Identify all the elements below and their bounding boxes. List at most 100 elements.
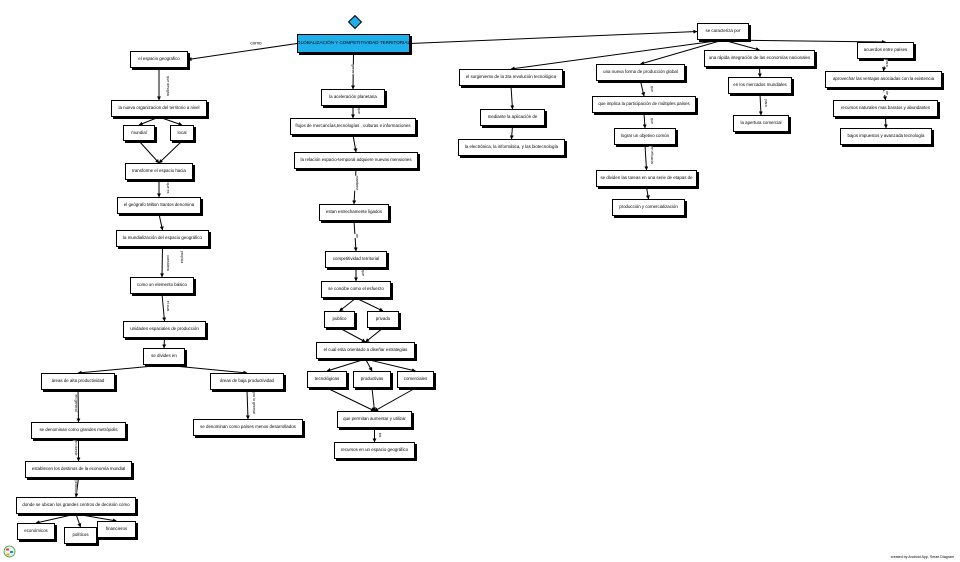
node-se-divides[interactable]: se divides en <box>143 348 185 365</box>
edge-label-en-donde: en donde <box>73 440 78 456</box>
edge-node-participacion-to-node-objetivo-comun <box>642 112 647 129</box>
node-tecnologicas[interactable]: tecnológicas <box>307 371 347 388</box>
node-economicos[interactable]: económicos <box>17 523 55 540</box>
node-aceleracion-planetaria[interactable]: la aceleración planetaria <box>321 89 385 106</box>
node-electronica[interactable]: la electrónica, la informática, y las bi… <box>458 139 565 156</box>
edge-label-para: para <box>763 99 768 107</box>
node-estrechamente-ligados[interactable]: estan estrechamente ligados <box>319 204 389 221</box>
node-participacion[interactable]: que implica la participación de múltiple… <box>592 96 696 113</box>
node-local[interactable]: local <box>170 125 194 141</box>
edge-node-local-to-node-transforme <box>158 140 183 164</box>
node-productivas[interactable]: productivas <box>353 371 391 388</box>
edge-node-elemento-basico-to-node-unidades-espaciales <box>161 293 167 322</box>
edge-label-que-4: que <box>649 118 654 124</box>
edge-node-centros-decision-to-node-politicos <box>75 513 82 528</box>
smart-diagram-logo-icon <box>3 545 16 558</box>
node-produccion-comercializacion[interactable]: producción y comercialización <box>612 199 685 216</box>
edge-label-como: como <box>250 40 262 47</box>
edge-node-baja-productividad-to-node-menos-desarrollados <box>245 389 250 420</box>
edge-label-en-general: en general <box>73 394 78 412</box>
node-permitan-aumentar[interactable]: que permitan aumentar y utilizar <box>337 411 412 428</box>
node-bajos-impuestos[interactable]: bajos impuestos y avanzada tecnología <box>840 128 932 145</box>
node-se-caracteriza[interactable]: se caracteriza por <box>697 23 749 40</box>
edge-node-tareas-to-node-produccion-comercializacion <box>645 186 650 200</box>
edge-label-por-lo-general: por lo general <box>251 392 256 414</box>
edge-node-nueva-forma-to-node-participacion <box>640 80 646 97</box>
root-node[interactable]: GLOBALIZACIÓN Y COMPETITIVIDAD TERRITORI… <box>297 34 410 53</box>
edge-label-el-cual: el cual <box>165 300 170 312</box>
node-flujos[interactable]: flujos de mercancías,tecnologías , cultu… <box>290 118 416 135</box>
edge-node-recursos-naturales-to-node-bajos-impuestos <box>883 116 888 129</box>
node-menos-desarrollados[interactable]: se denominan como países menos desarroll… <box>193 419 303 436</box>
node-alta-productividad[interactable]: áreas de alta productividad <box>41 373 115 390</box>
node-relacion-espacio[interactable]: la relación espacio-temporal adquiere nu… <box>294 152 418 169</box>
edge-node-se-divides-to-node-alta-productividad <box>77 364 165 375</box>
edge-node-estrategias-to-node-tecnologicas <box>326 358 366 372</box>
edge-label-que: que <box>356 108 361 114</box>
node-aprovechar[interactable]: aprovechar las ventajas asociadas con la… <box>825 71 942 88</box>
node-esfuerzo[interactable]: se concibe como el esfuerzo <box>321 281 391 298</box>
edge-label-de-2: de <box>884 91 889 95</box>
node-milton-santos[interactable]: el geógrafo Milton Santos denomina <box>117 197 201 214</box>
node-estrategias[interactable]: el cual esta orientado a diseñar estrate… <box>316 342 415 359</box>
node-nueva-forma[interactable]: una nueva forma de producción global <box>596 64 685 81</box>
node-destinos-economia[interactable]: establecen los destinos de la economía m… <box>25 461 132 478</box>
node-mundial[interactable]: mundial <box>123 125 155 141</box>
edge-node-destinos-economia-to-node-centros-decision <box>74 477 79 498</box>
edge-se-caracteriza-to-node-integracion <box>722 39 760 51</box>
node-transforme[interactable]: transforme el espacio hacia <box>125 163 193 180</box>
edge-label-que-3: que <box>649 86 654 92</box>
node-acuerdos[interactable]: acuerdos entre países <box>857 42 914 59</box>
node-recursos-espacio[interactable]: recursos en un espacio geográfico <box>334 442 415 459</box>
edge-node-objetivo-comun-to-node-tareas <box>644 144 649 171</box>
node-mercados-mundiales[interactable]: en los mercados mundiales <box>728 77 792 94</box>
edge-label-considera: considera <box>165 255 170 271</box>
edge-label-genero: generó <box>350 64 355 76</box>
edge-node-privado-to-node-estrategias <box>365 327 384 343</box>
edge-se-caracteriza-to-node-surgimiento <box>510 39 724 71</box>
node-publico[interactable]: publico <box>324 311 355 328</box>
node-metropolis[interactable]: se denominan como grandes metrópolis <box>31 422 126 439</box>
edge-node-centros-decision-to-node-financieros <box>75 513 117 523</box>
edge-node-nueva-organizacion-to-node-mundial <box>138 116 160 126</box>
node-surgimiento[interactable]: el surgimiento de la 3ra revolución tecn… <box>459 69 563 86</box>
edge-node-se-divides-to-node-baja-productividad <box>163 364 248 375</box>
node-baja-productividad[interactable]: áreas de baja productividad <box>210 373 284 390</box>
edge-se-caracteriza-to-node-acuerdos <box>722 39 886 44</box>
edge-label-en-eficacia: en eficacia <box>649 146 654 164</box>
node-recursos-naturales[interactable]: recursos naturales mas baratos y abundan… <box>833 100 938 117</box>
node-objetivo-comun[interactable]: lograr un objetivo común <box>614 128 676 145</box>
edge-node-comerciales-to-node-permitan-aumentar <box>374 387 416 412</box>
edge-node-estrategias-to-node-productivas <box>365 358 373 372</box>
edge-root-node-to-node-espacio-geografico <box>187 43 298 61</box>
node-financieros[interactable]: financieros <box>97 521 136 538</box>
edge-node-mercados-mundiales-to-node-apertura-comercial <box>758 93 763 116</box>
node-mundializacion[interactable]: la mundialización del espacio geográfico <box>116 230 209 247</box>
edge-label-para-2: para <box>884 59 889 67</box>
edge-node-mundializacion-to-node-elemento-basico <box>160 246 165 278</box>
node-unidades-espaciales[interactable]: unidades espaciales de producción <box>123 321 206 338</box>
node-politicos[interactable]: políticos <box>64 527 97 544</box>
node-elemento-basico[interactable]: como un elemento básico <box>130 277 194 294</box>
edge-node-tecnologicas-to-node-permitan-aumentar <box>326 387 375 412</box>
edge-node-integracion-to-node-mercados-mundiales <box>757 66 762 78</box>
node-tareas[interactable]: se dividen las tareas en una serie de et… <box>596 170 697 187</box>
node-integracion[interactable]: una rápida integración de las economías … <box>704 50 815 67</box>
node-espacio-geografico[interactable]: el espacio geografico <box>130 51 188 68</box>
node-centros-decision[interactable]: donde se ubican los grandes centros de d… <box>16 497 136 514</box>
node-aplicacion[interactable]: mediante la aplicación de <box>480 109 545 126</box>
edge-node-nueva-organizacion-to-node-local <box>158 116 183 126</box>
edge-node-mundial-to-node-transforme <box>138 140 160 164</box>
node-competitividad[interactable]: competitividad territorial <box>325 251 387 268</box>
edge-label-produce: produce <box>73 480 78 494</box>
edge-node-estrategias-to-node-comerciales <box>365 358 416 373</box>
edge-node-esfuerzo-to-node-privado <box>355 297 384 312</box>
node-nueva-organizacion[interactable]: la nueva organizacion del territorio a n… <box>111 100 207 117</box>
node-comerciales[interactable]: comerciales <box>397 371 434 388</box>
edge-label-los: los <box>377 432 382 438</box>
node-apertura-comercial[interactable]: la apertura comercial <box>733 115 789 132</box>
edge-node-aplicacion-to-node-electronica <box>509 125 514 140</box>
node-privado[interactable]: privado <box>367 311 399 328</box>
edge-node-centros-decision-to-node-economicos <box>35 513 77 525</box>
